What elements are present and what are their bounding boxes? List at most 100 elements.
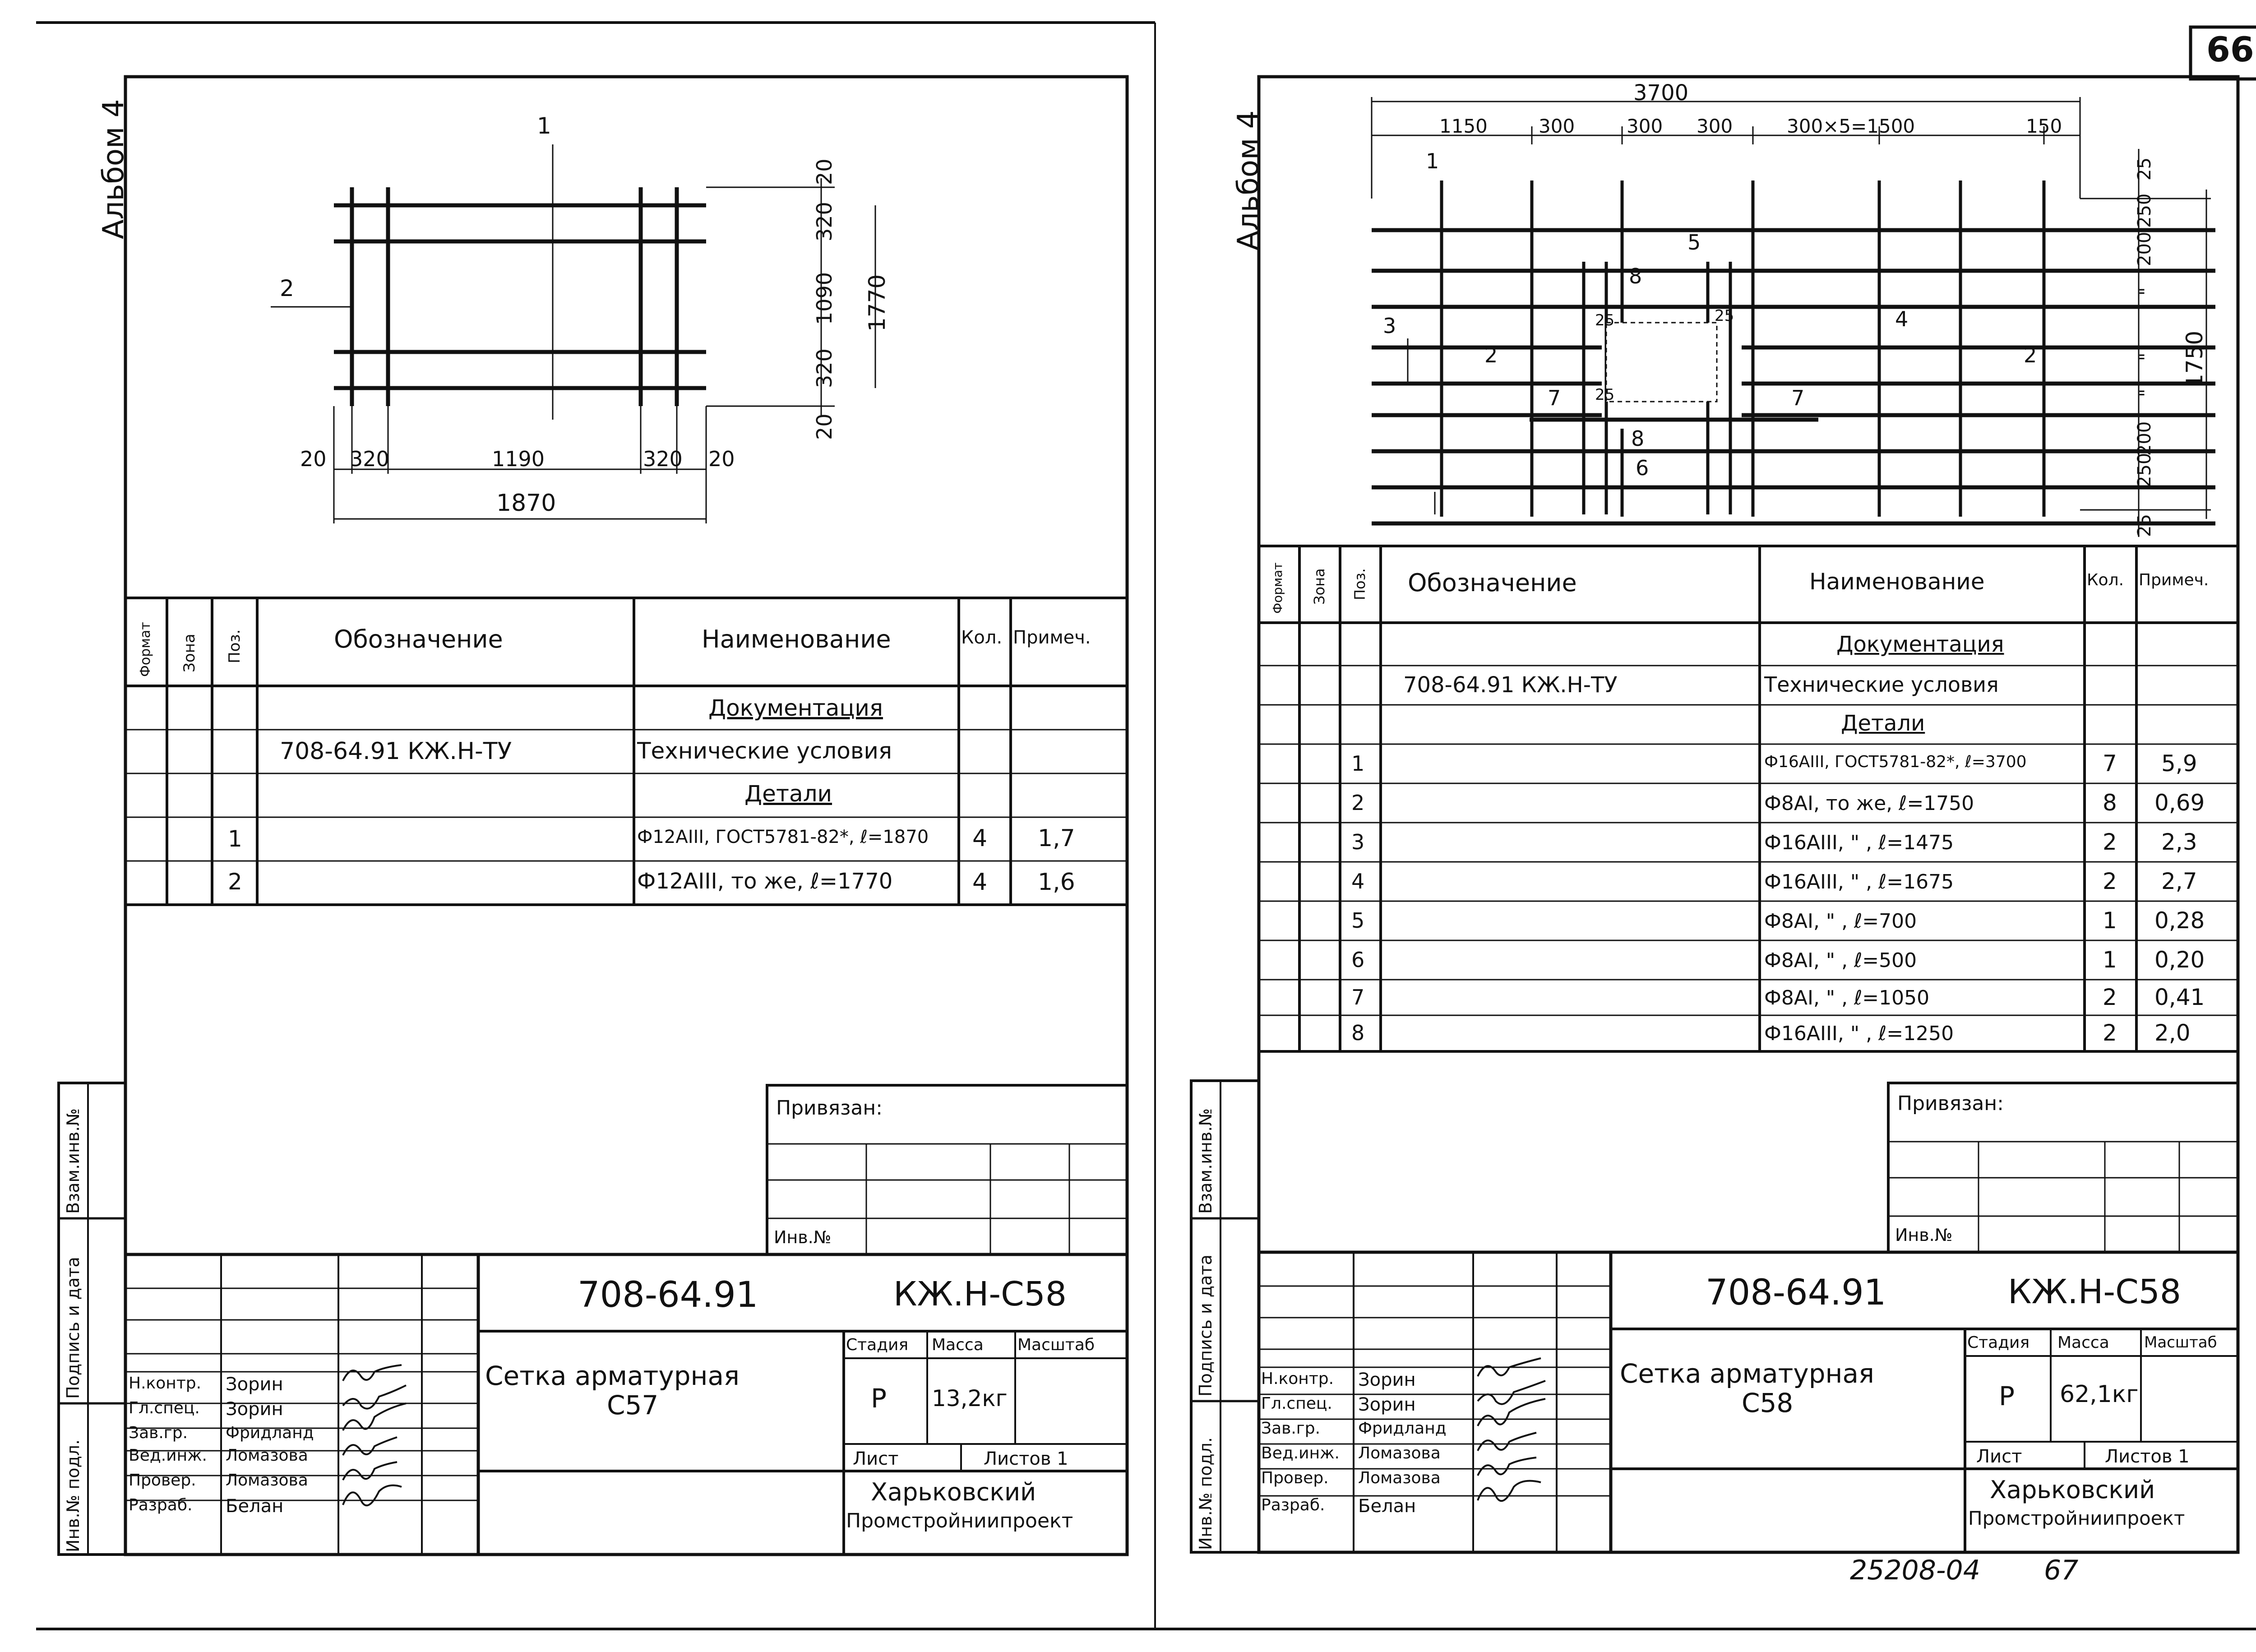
right-name-5: Ломазова bbox=[1358, 1469, 1441, 1487]
right-dim-right-2: 250 bbox=[2134, 193, 2155, 228]
right-label-1: 1 bbox=[1426, 149, 1439, 173]
right-hdr-designation: Обозначение bbox=[1408, 569, 1577, 597]
right-label-3: 3 bbox=[1383, 314, 1396, 338]
page-number: 66 bbox=[2206, 29, 2254, 69]
left-dim-right-5: 20 bbox=[812, 413, 837, 440]
right-label-2: 2 bbox=[1484, 343, 1498, 367]
right-inv-no: Инв.№ bbox=[1895, 1225, 1953, 1245]
left-role-6: Разраб. bbox=[129, 1496, 193, 1514]
right-role-4: Вед.инж. bbox=[1261, 1444, 1340, 1462]
left-privyazan: Привязан: bbox=[776, 1097, 883, 1120]
right-row-5-name: Ф8АI, то же, ℓ=1750 bbox=[1764, 792, 1974, 815]
right-dim-top-4: 300 bbox=[1697, 115, 1733, 137]
right-label-8b: 8 bbox=[1631, 426, 1645, 451]
right-label-25a: 25 bbox=[1595, 311, 1615, 329]
left-stage-label: Стадия bbox=[846, 1336, 909, 1354]
right-name-4: Ломазова bbox=[1358, 1444, 1441, 1462]
left-row-5-qty: 4 bbox=[972, 869, 988, 896]
album-label-left: Альбом 4 bbox=[97, 99, 130, 239]
right-row-1-name: Документация bbox=[1836, 632, 2004, 657]
right-dim-right-9: 25 bbox=[2134, 514, 2155, 537]
left-inv-no: Инв.№ bbox=[774, 1227, 832, 1247]
right-row-6-pos: 3 bbox=[1351, 830, 1365, 854]
right-row-4-note: 5,9 bbox=[2161, 750, 2197, 777]
left-row-5-pos: 2 bbox=[228, 869, 242, 895]
right-row-8-name: Ф8АI, " , ℓ=700 bbox=[1764, 910, 1917, 933]
right-label-8a: 8 bbox=[1629, 264, 1642, 288]
right-row-9-pos: 6 bbox=[1351, 948, 1365, 972]
left-mass: 13,2кг bbox=[932, 1385, 1008, 1411]
right-stage-label: Стадия bbox=[1967, 1333, 2030, 1352]
right-hdr-format: Формат bbox=[1270, 562, 1285, 614]
right-privyazan: Привязан: bbox=[1897, 1092, 2004, 1115]
right-row-10-name: Ф8АI, " , ℓ=1050 bbox=[1764, 986, 1930, 1009]
right-row-11-name: Ф16АIII, " , ℓ=1250 bbox=[1764, 1022, 1954, 1045]
right-name-1: Зорин bbox=[1358, 1370, 1416, 1390]
right-hdr-zone: Зона bbox=[1311, 568, 1328, 605]
left-row-3-name: Детали bbox=[744, 781, 832, 807]
left-mass-label: Масса bbox=[932, 1336, 984, 1354]
right-side-label-vzam: Взам.инв.№ bbox=[1196, 1108, 1216, 1214]
right-subtitle: С58 bbox=[1742, 1388, 1794, 1418]
right-row-4-qty: 7 bbox=[2103, 750, 2117, 777]
left-hdr-note: Примеч. bbox=[1013, 627, 1091, 648]
right-row-5-note: 0,69 bbox=[2154, 790, 2205, 816]
right-role-1: Н.контр. bbox=[1261, 1370, 1334, 1388]
left-stage: Р bbox=[871, 1383, 887, 1414]
left-subtitle: С57 bbox=[607, 1390, 659, 1421]
right-row-5-qty: 8 bbox=[2103, 790, 2117, 816]
left-dim-right-2: 320 bbox=[812, 202, 837, 241]
right-sheets-label: Листов 1 bbox=[2105, 1446, 2190, 1467]
right-doc-code: 708-64.91 bbox=[1706, 1273, 1886, 1313]
right-dim-top-3: 300 bbox=[1627, 115, 1663, 137]
right-title: Сетка арматурная bbox=[1620, 1358, 1874, 1389]
right-mass-label: Масса bbox=[2057, 1333, 2109, 1352]
right-row-10-qty: 2 bbox=[2103, 984, 2117, 1010]
right-dim-top-2: 300 bbox=[1539, 115, 1575, 137]
right-row-3-name: Детали bbox=[1841, 711, 1925, 736]
signatures-left bbox=[342, 1364, 407, 1507]
left-role-4: Вед.инж. bbox=[129, 1446, 207, 1465]
left-dim-bottom-total: 1870 bbox=[496, 490, 556, 517]
left-dim-right-total: 1770 bbox=[864, 274, 890, 332]
right-dim-right-4: " bbox=[2136, 287, 2157, 296]
left-row-1-name: Документация bbox=[708, 695, 883, 721]
left-dim-bottom-4: 320 bbox=[643, 447, 683, 471]
left-pos-label-2: 2 bbox=[280, 275, 294, 301]
right-org-1: Харьковский bbox=[1990, 1476, 2155, 1504]
left-org-1: Харьковский bbox=[871, 1478, 1036, 1506]
left-name-6: Белан bbox=[226, 1496, 284, 1517]
right-role-6: Разраб. bbox=[1261, 1496, 1325, 1514]
right-row-9-note: 0,20 bbox=[2154, 947, 2205, 973]
left-role-2: Гл.спец. bbox=[129, 1399, 200, 1417]
right-hdr-note: Примеч. bbox=[2139, 571, 2209, 589]
left-name-4: Ломазова bbox=[226, 1446, 308, 1465]
right-role-3: Зав.гр. bbox=[1261, 1419, 1321, 1438]
right-row-11-pos: 8 bbox=[1351, 1021, 1365, 1045]
left-name-1: Зорин bbox=[226, 1374, 283, 1395]
right-role-5: Провер. bbox=[1261, 1469, 1329, 1487]
right-dim-right-total: 1750 bbox=[2182, 330, 2208, 388]
right-name-3: Фридланд bbox=[1358, 1419, 1447, 1438]
right-row-5-pos: 2 bbox=[1351, 791, 1365, 815]
left-row-4-note: 1,7 bbox=[1038, 825, 1075, 852]
left-dim-right-4: 320 bbox=[812, 348, 837, 388]
left-hdr-qty: Кол. bbox=[961, 627, 1003, 648]
right-dim-right-6: " bbox=[2136, 389, 2157, 397]
right-dim-top-5: 300×5=1500 bbox=[1787, 115, 1915, 137]
right-dim-right-7: 250 bbox=[2134, 453, 2155, 487]
bottom-page: 67 bbox=[2044, 1555, 2079, 1586]
right-dim-top-total: 3700 bbox=[1633, 80, 1689, 106]
left-dim-right-3: 1090 bbox=[812, 272, 837, 325]
left-sheet-label: Лист bbox=[853, 1448, 899, 1469]
right-dim-top-1: 1150 bbox=[1439, 115, 1488, 137]
right-label-25c: 25 bbox=[1595, 386, 1615, 404]
right-label-5: 5 bbox=[1687, 230, 1701, 255]
left-title: Сетка арматурная bbox=[485, 1360, 740, 1391]
right-dim-right-1: 25 bbox=[2134, 157, 2155, 180]
right-scale-label: Масштаб bbox=[2144, 1333, 2217, 1351]
left-row-5-name: Ф12АIII, то же, ℓ=1770 bbox=[637, 869, 893, 894]
left-sheets-label: Листов 1 bbox=[984, 1448, 1068, 1469]
right-hdr-pos: Поз. bbox=[1351, 568, 1368, 600]
